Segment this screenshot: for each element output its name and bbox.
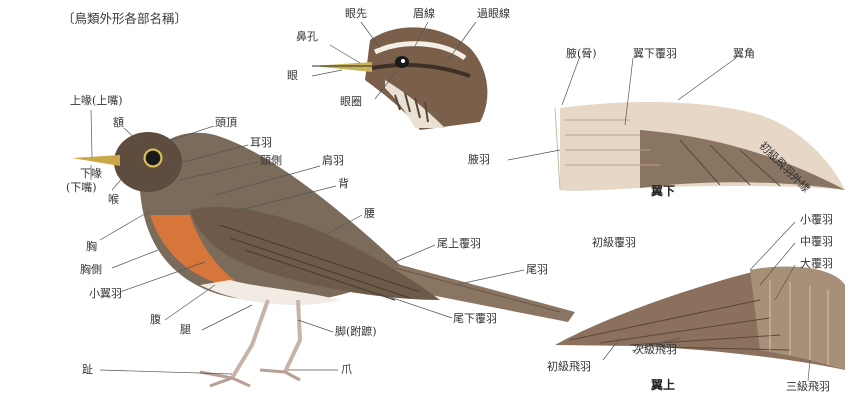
label-primary-coverts: 初級覆羽 [592,237,636,248]
label-back: 背 [338,178,349,189]
label-upper-bill: 上喙(上嘴) [70,95,123,106]
label-nostril: 鼻孔 [296,31,318,42]
label-crown: 頭頂 [215,117,237,128]
upperwing-illustration [555,266,845,370]
label-eyebrow-stripe: 眉線 [413,8,435,19]
label-underwing-coverts: 翼下覆羽 [633,48,677,59]
label-thigh: 腿 [180,324,191,335]
label-wing-bend: 翼角 [733,48,755,59]
label-toe: 趾 [82,364,93,375]
label-neck-side: 頸側 [260,155,282,166]
label-secondaries: 次級飛羽 [633,344,677,355]
label-breast: 胸 [86,241,97,252]
label-median-coverts: 中覆羽 [800,236,833,247]
label-lore: 眼 [287,70,298,81]
label-primaries: 初級飛羽 [547,361,591,372]
caption-upperwing: 翼上 [651,376,675,393]
label-tail: 尾羽 [526,264,548,275]
label-axillaries: 腋羽 [468,154,490,165]
label-lesser-coverts: 小翼羽 [89,288,122,299]
diagram-title: 〔鳥類外形各部名稱〕 [62,8,187,27]
label-axilla: 腋(脅) [566,48,597,59]
label-tertials: 三級飛羽 [786,381,830,392]
label-lower-bill-alt: (下嘴) [66,182,97,193]
label-greater-coverts: 大覆羽 [800,258,833,269]
label-scapulars: 肩羽 [322,155,344,166]
label-lower-bill: 下喙 [80,168,102,179]
label-ear-coverts: 耳羽 [250,137,272,148]
bird-body-illustration [72,132,575,386]
label-belly: 腹 [150,314,161,325]
label-flank: 胸側 [80,264,102,275]
label-throat: 喉 [108,194,119,205]
label-forehead: 額 [113,117,124,128]
label-uppertail-coverts: 尾上覆羽 [437,238,481,249]
label-rump: 腰 [364,208,375,219]
label-eye-ring: 眼圈 [340,96,362,107]
label-undertail-coverts: 尾下覆羽 [453,313,497,324]
label-lesser-coverts-wing: 小覆羽 [800,214,833,225]
label-claw: 爪 [341,364,352,375]
label-through-eye-stripe: 過眼線 [477,8,510,19]
caption-underwing: 翼下 [651,182,675,199]
label-tarsus: 脚(跗蹠) [335,326,377,337]
label-eyebrow-top: 眼先 [345,8,367,19]
